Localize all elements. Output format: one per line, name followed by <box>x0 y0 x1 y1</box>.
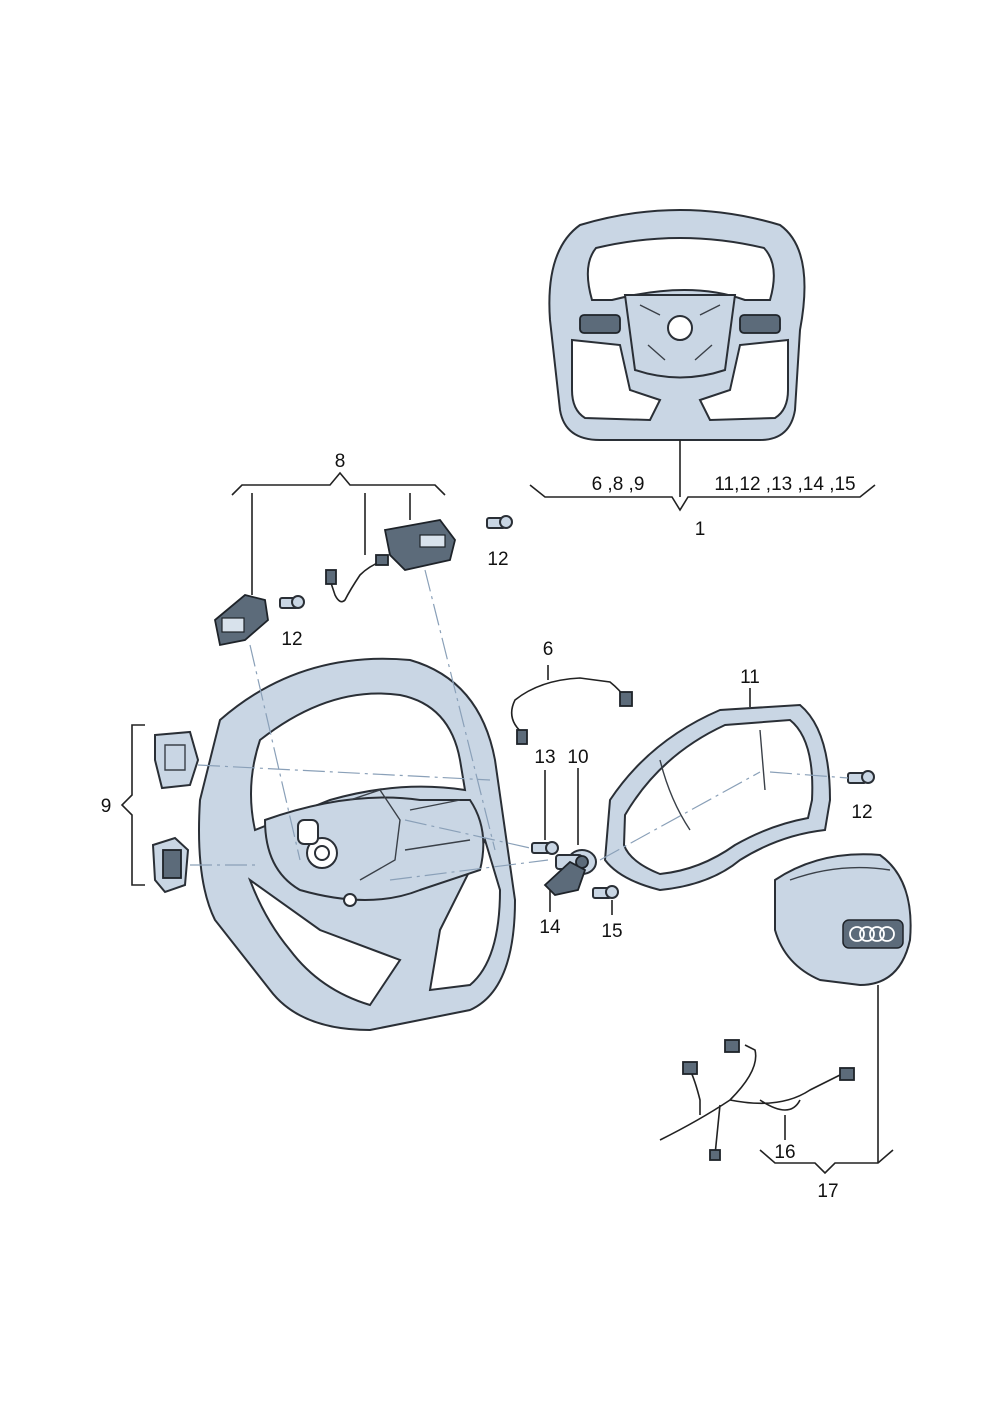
bracket-14 <box>543 860 587 896</box>
trim-frame-11 <box>603 703 832 892</box>
label-13: 13 <box>534 747 555 768</box>
label-12-left: 12 <box>281 629 302 650</box>
upper-paddle-switch <box>154 730 200 790</box>
switch-cable <box>325 554 389 603</box>
screw-12-top <box>486 515 513 529</box>
screw-13 <box>531 841 559 855</box>
cable-6 <box>510 677 633 745</box>
screw-12-right <box>847 770 875 784</box>
label-15: 15 <box>601 921 622 942</box>
leader-lines <box>120 440 894 1175</box>
label-17: 17 <box>817 1181 838 1202</box>
label-9: 9 <box>101 796 112 817</box>
label-1-group-a: 6 ,8 ,9 <box>592 474 645 495</box>
label-6: 6 <box>543 639 554 660</box>
label-8: 8 <box>335 451 346 472</box>
label-1: 1 <box>695 519 706 540</box>
right-switch-module <box>383 519 456 571</box>
wiring-harness-16 <box>659 1039 855 1161</box>
label-14: 14 <box>539 917 561 938</box>
center-lines <box>190 569 849 881</box>
airbag-icon <box>774 853 912 987</box>
label-16: 16 <box>774 1142 795 1163</box>
callout-labels: 1 6 ,8 ,9 11,12 ,13 ,14 ,15 8 12 12 6 11… <box>101 451 873 1202</box>
label-11: 11 <box>740 667 760 688</box>
label-12-right: 12 <box>851 802 872 823</box>
steering-wheel-main <box>198 657 517 1032</box>
label-12-top: 12 <box>487 549 508 570</box>
lower-paddle-switch <box>151 836 190 894</box>
audi-rings-logo <box>842 919 904 949</box>
left-switch-module <box>214 594 269 647</box>
label-10: 10 <box>567 747 588 768</box>
steering-wheel-icon <box>548 209 806 441</box>
label-1-group-b: 11,12 ,13 ,14 ,15 <box>714 474 855 495</box>
screw-15 <box>592 885 619 899</box>
screw-12-left <box>279 595 305 609</box>
